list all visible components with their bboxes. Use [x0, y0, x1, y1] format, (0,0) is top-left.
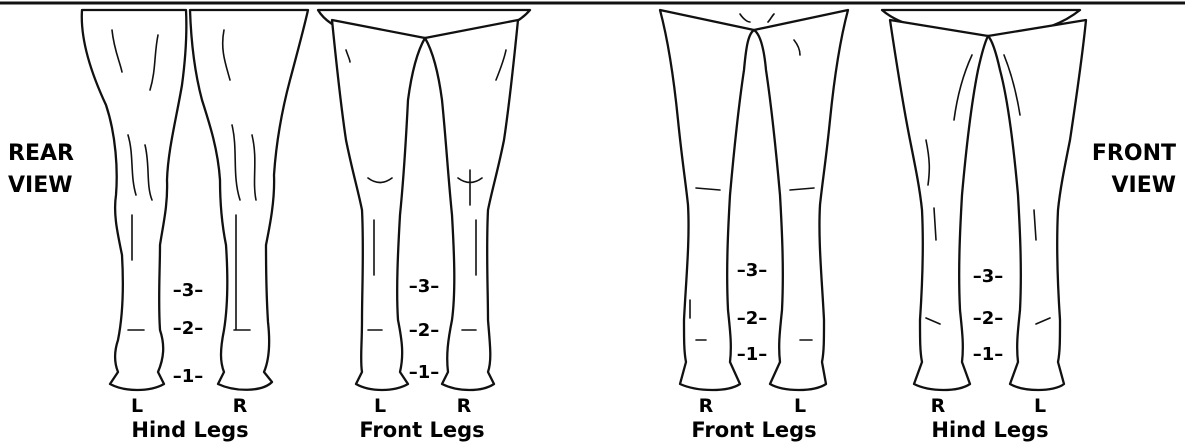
- rear-view-label-line1: REAR: [8, 141, 74, 166]
- height-mark-1: –1–: [173, 366, 204, 387]
- left-leg-label: L: [374, 395, 386, 417]
- left-leg-label: L: [794, 395, 806, 417]
- rear-view-label-line2: VIEW: [8, 173, 73, 198]
- panel-front-front: –3– –2– –1– R L Front Legs: [660, 10, 848, 442]
- group-label: Front Legs: [691, 418, 816, 442]
- height-mark-2: –2–: [737, 308, 768, 329]
- right-leg-label: R: [699, 395, 714, 417]
- height-mark-3: –3–: [173, 280, 204, 301]
- left-leg-label: L: [1034, 395, 1046, 417]
- height-mark-2: –2–: [173, 318, 204, 339]
- left-leg-label: L: [131, 395, 143, 417]
- height-mark-3: –3–: [737, 260, 768, 281]
- panel-front-hind: –3– –2– –1– R L Hind Legs: [882, 10, 1086, 442]
- height-mark-2: –2–: [409, 320, 440, 341]
- height-mark-1: –1–: [973, 344, 1004, 365]
- height-mark-3: –3–: [973, 266, 1004, 287]
- right-front-leg-drawing: [660, 10, 754, 390]
- right-hind-leg-drawing: [890, 20, 988, 390]
- front-view-label-line1: FRONT: [1092, 141, 1176, 166]
- right-leg-label: R: [457, 395, 472, 417]
- left-front-leg-drawing: [754, 10, 848, 390]
- front-view-label-line2: VIEW: [1111, 173, 1176, 198]
- right-leg-label: R: [233, 395, 248, 417]
- height-mark-2: –2–: [973, 308, 1004, 329]
- panel-rear-front: –3– –2– –1– L R Front Legs: [318, 10, 530, 442]
- panel-rear-hind: –3– –2– –1– L R Hind Legs: [82, 10, 308, 442]
- right-leg-label: R: [931, 395, 946, 417]
- height-mark-1: –1–: [409, 362, 440, 383]
- right-hind-leg-drawing: [190, 10, 308, 390]
- left-hind-leg-drawing: [988, 20, 1086, 390]
- group-label: Hind Legs: [131, 418, 248, 442]
- group-label: Front Legs: [359, 418, 484, 442]
- left-hind-leg-drawing: [82, 10, 187, 390]
- height-mark-3: –3–: [409, 276, 440, 297]
- group-label: Hind Legs: [931, 418, 1048, 442]
- height-mark-1: –1–: [737, 344, 768, 365]
